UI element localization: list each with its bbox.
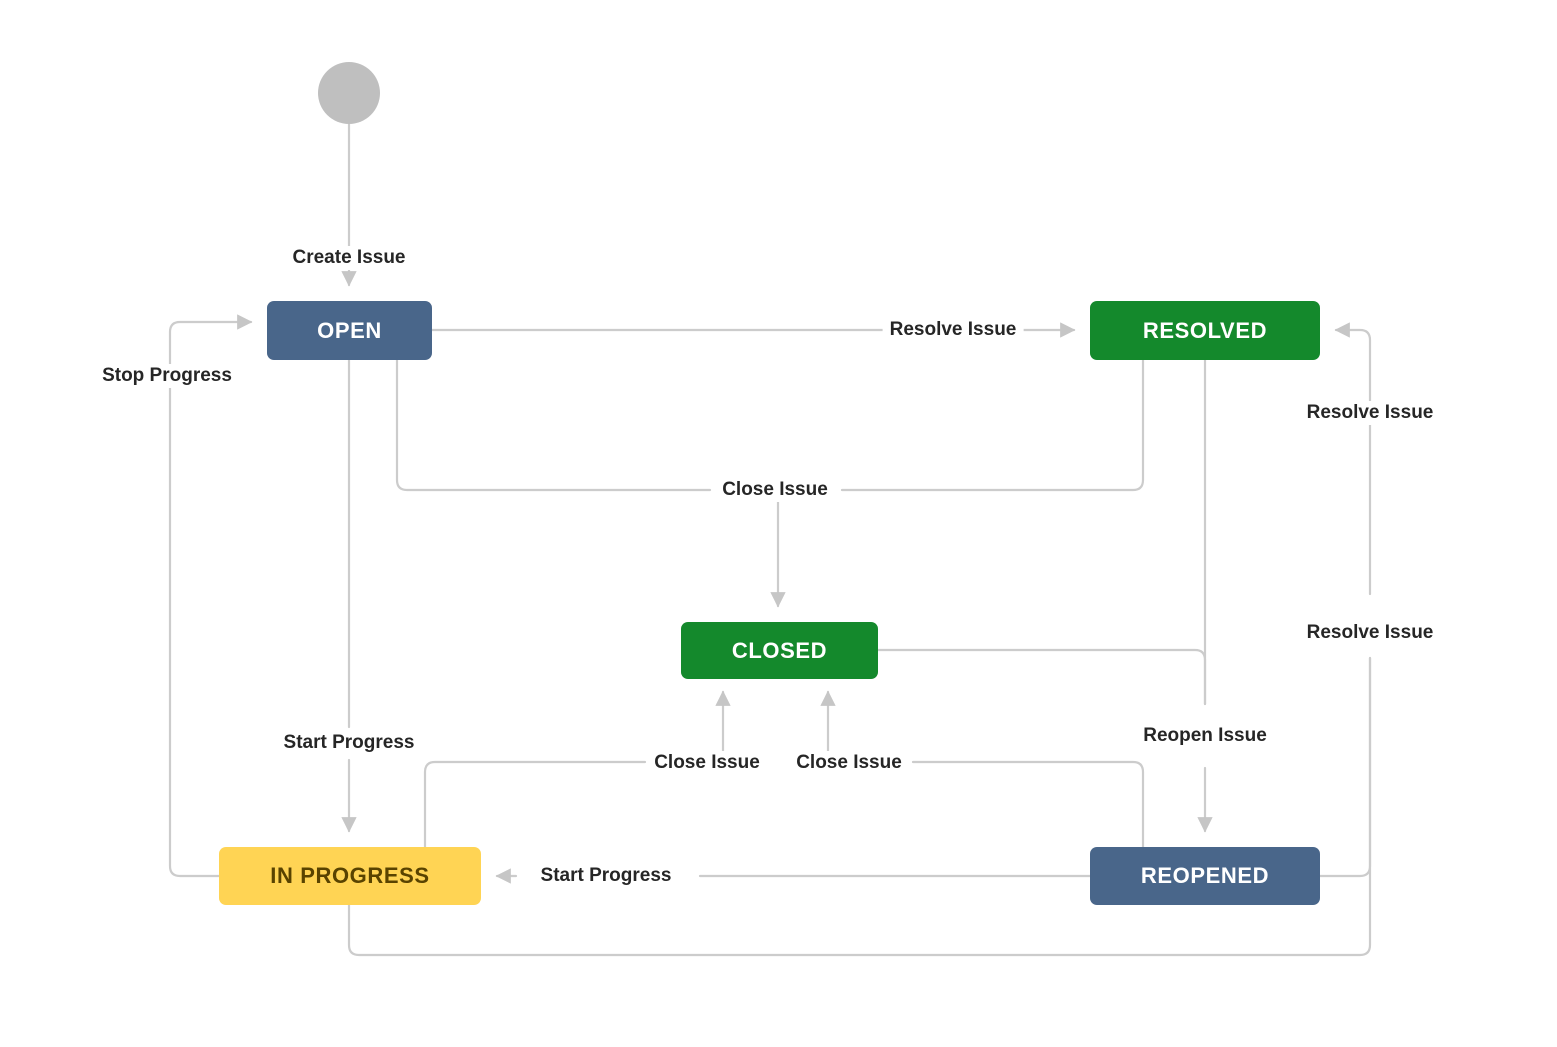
node-in-progress-label: IN PROGRESS xyxy=(270,863,430,888)
edge-close-issue-open xyxy=(395,358,712,492)
edge-label-stop-progress: Stop Progress xyxy=(95,364,239,388)
node-closed-label: CLOSED xyxy=(731,637,828,663)
edge-close-issue-reopened xyxy=(911,760,1145,849)
node-reopened[interactable]: REOPENED xyxy=(1090,847,1320,905)
edge-label-create-issue: Create Issue xyxy=(285,246,413,270)
edge-label-resolve-issue-reopened: Resolve Issue xyxy=(1299,401,1441,425)
start-circle xyxy=(318,62,380,124)
node-closed[interactable]: CLOSED xyxy=(681,622,878,679)
node-in-progress[interactable]: IN PROGRESS xyxy=(219,847,481,905)
edge-label-reopen-issue: Reopen Issue xyxy=(1136,724,1274,748)
edge-close-issue-inprogress xyxy=(423,760,647,849)
edge-resolved-to-close-line xyxy=(840,358,1145,492)
node-reopened-label: REOPENED xyxy=(1140,863,1270,888)
edge-label-start-progress-reopened: Start Progress xyxy=(533,864,679,888)
edge-resolve-issue-inprogress xyxy=(347,656,1372,957)
node-resolved[interactable]: RESOLVED xyxy=(1090,301,1320,360)
edge-label-start-progress-open: Start Progress xyxy=(276,731,422,755)
edge-closed-right-to-reopen xyxy=(876,648,1207,706)
node-open[interactable]: OPEN xyxy=(267,301,432,360)
node-resolved-label: RESOLVED xyxy=(1142,317,1268,343)
edge-label-resolve-issue-open: Resolve Issue xyxy=(882,318,1024,342)
node-open-label: OPEN xyxy=(317,317,382,343)
edge-label-close-issue-open: Close Issue xyxy=(715,478,835,502)
edge-resolve-issue-reopened xyxy=(1318,656,1372,878)
edge-label-resolve-issue-inprogress: Resolve Issue xyxy=(1299,621,1441,645)
edge-label-close-issue-inprogress: Close Issue xyxy=(647,751,767,775)
edge-stop-progress xyxy=(168,314,253,878)
edge-resolve-issue-reopened-2 xyxy=(1334,322,1372,596)
edge-label-close-issue-reopened: Close Issue xyxy=(789,751,909,775)
